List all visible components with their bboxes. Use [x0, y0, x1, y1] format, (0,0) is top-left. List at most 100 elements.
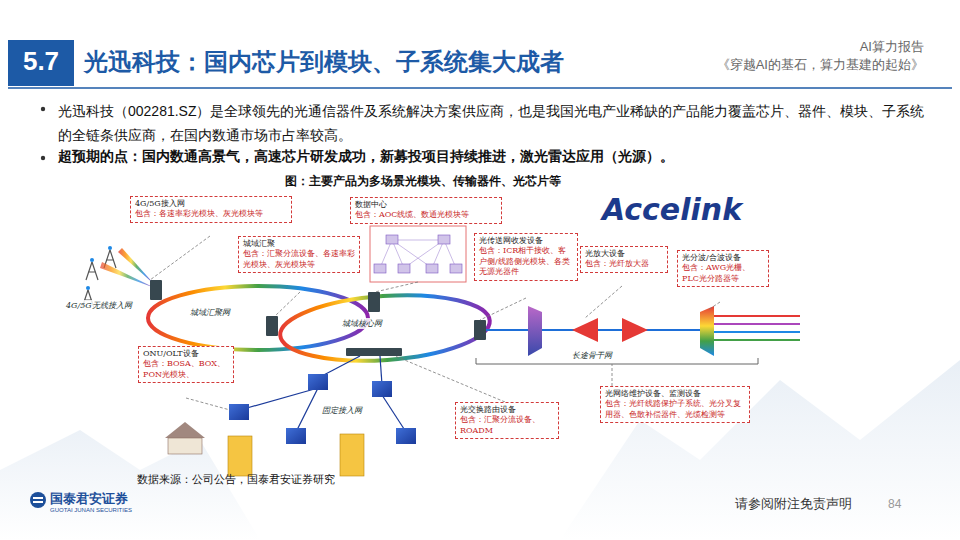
callout-heading: ONU/OLT设备 — [143, 349, 229, 359]
drawing-part — [375, 222, 420, 292]
drawing-part — [392, 240, 444, 241]
report-name: AI算力报告 — [860, 38, 924, 56]
drawing-part — [370, 226, 466, 282]
drawing-part — [286, 428, 306, 444]
drawing-part — [438, 235, 450, 244]
callout-heading: 4G/5G接入网 — [135, 199, 287, 209]
callout-body: 包含：光纤线路保护子系统、光分叉复用器、色散补偿器件、光缆检测等 — [605, 399, 745, 420]
product-callout: 光传送网收发设备包含：ICR相干接收、客户侧/线路侧光模块、各类无源光器件 — [474, 233, 578, 281]
product-callout: 城域汇聚包含：汇聚分流设备、各速率彩光模块、灰光模块等 — [238, 236, 360, 273]
drawing-part — [346, 348, 402, 356]
drawing-part — [229, 374, 416, 444]
drawing-part — [450, 264, 462, 273]
callout-heading: 数据中心 — [355, 200, 497, 210]
drawing-part — [308, 374, 328, 390]
company-logo: Accelink — [592, 190, 752, 229]
drawing-part — [8, 40, 74, 86]
drawing-part — [240, 388, 318, 410]
drawing-part — [296, 388, 318, 432]
drawing-part — [476, 358, 758, 364]
drawing-part — [86, 262, 98, 280]
callout-body: 包含：汇聚分流设备、各速率彩光模块、灰光模块等 — [243, 249, 355, 270]
drawing-part — [8, 87, 952, 89]
drawing-part — [278, 289, 492, 367]
product-callout: 光放大设备包含：光纤放大器 — [580, 246, 668, 273]
drawing-part — [372, 381, 392, 397]
drawing-part — [150, 222, 720, 410]
callout-heading: 光放大设备 — [585, 249, 663, 259]
drawing-part — [108, 246, 112, 250]
drawing-part — [150, 280, 162, 300]
drawing-part — [165, 422, 205, 438]
drawing-part — [150, 236, 210, 280]
drawing-part — [30, 492, 46, 508]
drawing-part — [386, 235, 398, 244]
drawing-part — [714, 331, 800, 333]
product-callout: 光网络维护设备、监测设备包含：光纤线路保护子系统、光分叉复用器、色散补偿器件、光… — [600, 386, 750, 423]
drawing-part — [480, 298, 526, 320]
drawing-part — [90, 258, 94, 262]
section-number: 5.7 — [12, 46, 70, 77]
drawing-part — [186, 398, 230, 410]
bullet-text: 光迅科技（002281.SZ）是全球领先的光通信器件及系统解决方案供应商，也是我… — [58, 99, 928, 147]
callout-body: 包含：各速率彩光模块、灰光模块等 — [135, 209, 287, 219]
network-label: 长途骨干网 — [570, 350, 614, 361]
figure-caption: 图：主要产品为多场景光模块、传输器件、光芯片等 — [285, 173, 561, 190]
drawing-part — [240, 356, 406, 432]
drawing-part — [340, 434, 364, 476]
disclaimer-note: 请参阅附注免责声明 — [735, 495, 852, 513]
source-note: 数据来源：公司公告，国泰君安证券研究 — [137, 472, 335, 487]
callout-heading: 光网络维护设备、监测设备 — [605, 389, 745, 399]
drawing-part — [382, 395, 406, 432]
bullet-text: 超预期的点：国内数通高景气，高速芯片研发成功，新募投项目持续推进，激光雷达应用（… — [58, 148, 928, 166]
drawing-part — [368, 292, 380, 312]
callout-heading: 光交换路由设备 — [460, 405, 554, 415]
footer-logo-english: GUOTAI JUNAN SECURITIES — [50, 507, 132, 513]
drawing-part — [228, 436, 252, 476]
page-number: 84 — [888, 497, 901, 511]
drawing-part — [474, 320, 486, 340]
drawing-part — [612, 364, 613, 386]
drawing-part — [41, 156, 45, 160]
drawing-part — [150, 280, 486, 356]
footer-logo-text: 国泰君安证券 — [50, 490, 128, 508]
callout-heading: 光传送网收发设备 — [479, 236, 573, 246]
callout-body: 包含：AWG光栅、PLC光分路器等 — [682, 263, 764, 284]
drawing-part — [426, 264, 438, 273]
drawing-part — [275, 292, 300, 316]
drawing-part — [528, 306, 542, 356]
drawing-part — [708, 302, 720, 310]
callout-body: 包含：光纤放大器 — [585, 259, 663, 269]
network-label: 4G/5G无线接入网 — [64, 300, 134, 311]
drawing-part — [396, 428, 416, 444]
network-label: 城域汇聚网 — [188, 307, 232, 318]
drawing-part — [398, 264, 410, 273]
product-callout: 4G/5G接入网包含：各速率彩光模块、灰光模块等 — [130, 196, 292, 223]
callout-body: 包含：AOC线缆、数通光模块等 — [355, 210, 497, 220]
drawing-part — [714, 323, 800, 325]
drawing-part — [700, 306, 714, 356]
drawing-part — [266, 316, 278, 336]
drawing-part — [148, 286, 368, 350]
drawing-part — [395, 356, 505, 402]
drawing-part — [86, 286, 90, 290]
drawing-part — [572, 318, 598, 342]
drawing-part — [380, 356, 382, 385]
drawing-part — [374, 235, 462, 273]
drawing-part — [374, 264, 386, 273]
drawing-part — [41, 107, 45, 111]
report-subtitle: 《穿越AI的基石，算力基建的起始》 — [717, 56, 924, 74]
callout-body: 包含：汇聚分流设备、ROADM — [460, 415, 554, 436]
product-callout: 数据中心包含：AOC线缆、数通光模块等 — [350, 197, 502, 224]
drawing-part — [560, 360, 960, 540]
drawing-part — [33, 501, 43, 503]
drawing-part — [168, 438, 202, 454]
network-label: 城域核心网 — [340, 318, 384, 329]
drawing-part — [585, 286, 622, 318]
product-callout: ONU/OLT设备包含：BOSA、BOX、PON光模块、 — [138, 346, 234, 383]
drawing-part — [714, 316, 800, 340]
drawing-part — [714, 339, 800, 341]
slide-title: 光迅科技：国内芯片到模块、子系统集大成者 — [84, 46, 564, 78]
product-callout: 光交换路由设备包含：汇聚分流设备、ROADM — [455, 402, 559, 439]
callout-heading: 光分波/合波设备 — [682, 253, 764, 263]
